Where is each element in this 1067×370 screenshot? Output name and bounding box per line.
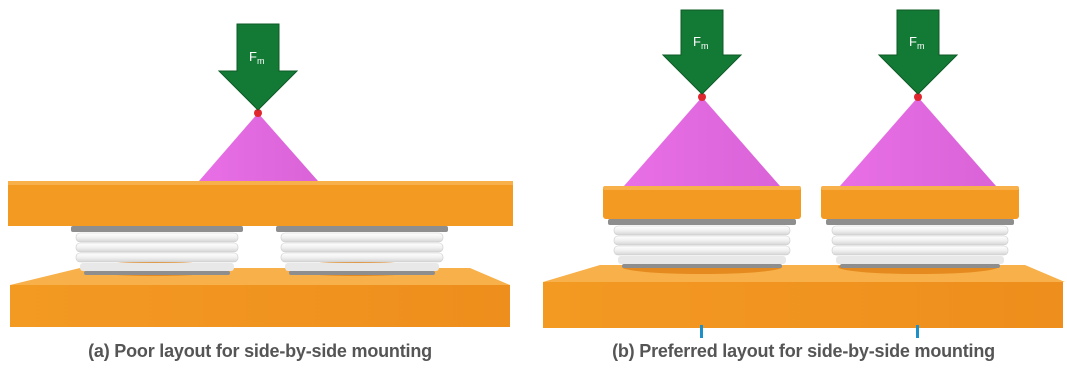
sensor-a-left	[71, 226, 243, 275]
sensor-b-right	[826, 219, 1014, 268]
cone-a	[199, 113, 318, 181]
top-plate-b-right	[821, 186, 1019, 219]
caption-panel-a: (a) Poor layout for side-by-side mountin…	[88, 341, 432, 361]
down-arrow-icon	[217, 23, 299, 111]
force-label-b-right: Fm	[909, 34, 924, 51]
force-arrow-b-right: Fm	[877, 9, 959, 95]
force-arrow-a: Fm	[217, 23, 299, 111]
pin-b-left	[700, 325, 703, 338]
top-plate-a	[8, 181, 513, 226]
contact-point-b-right	[914, 93, 922, 101]
contact-point-a	[254, 109, 262, 117]
down-arrow-icon	[661, 9, 743, 95]
force-arrow-b-left: Fm	[661, 9, 743, 95]
cone-b-left	[624, 97, 780, 186]
caption-panel-b: (b) Preferred layout for side-by-side mo…	[612, 341, 995, 361]
down-arrow-icon	[877, 9, 959, 95]
force-label-b-left: Fm	[693, 34, 708, 51]
panel-b: Fm Fm	[543, 9, 1065, 338]
cone-b-right	[840, 97, 996, 186]
pin-b-right	[916, 325, 919, 338]
panel-a: Fm	[8, 23, 513, 327]
force-label-a: Fm	[249, 49, 264, 66]
sensor-b-left	[608, 219, 796, 268]
contact-point-b-left	[698, 93, 706, 101]
top-plate-b-left	[603, 186, 801, 219]
sensor-a-right	[276, 226, 448, 275]
base-plate-b	[543, 260, 1065, 328]
